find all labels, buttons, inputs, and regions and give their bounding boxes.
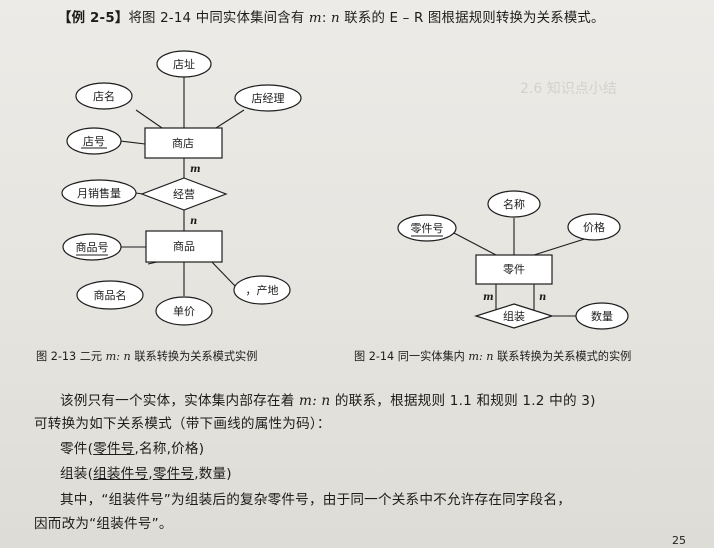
relation-schema-assemble: 组装(组装件号,零件号,数量) <box>60 466 232 482</box>
figure-2-13: 店址 店名 店经理 店号 商店 m 经营 月销售量 n 商品 商品号 商品名 <box>61 50 302 326</box>
bleed-through: 2.6 知识点小结 <box>520 81 617 97</box>
attr-store-name-label: 店名 <box>93 89 115 103</box>
attr-manager <box>234 84 302 112</box>
attr-monthly-sales-label: 月销售量 <box>77 186 121 200</box>
relation-operate <box>140 177 228 211</box>
entity-store <box>144 127 223 159</box>
attr-part-id-label: 零件号 <box>411 222 444 235</box>
relation-assemble-label: 组装 <box>503 309 525 323</box>
entity-part-label: 零件 <box>503 263 525 276</box>
caption-figure-2-13: 图 2-13 二元 m: n 联系转换为关系模式实例 <box>36 350 258 363</box>
paragraph-1-line-1: 该例只有一个实体，实体集内部存在着 m: n 的联系，根据规则 1.1 和规则 … <box>60 393 596 409</box>
attr-origin-label: ，产地 <box>246 283 279 297</box>
entity-part <box>475 254 553 285</box>
attr-goods-name <box>76 280 144 310</box>
attr-goods-id <box>62 233 122 261</box>
relation-operate-label: 经营 <box>173 187 195 201</box>
attr-manager-label: 店经理 <box>252 91 285 105</box>
attr-quantity-label: 数量 <box>591 310 613 323</box>
attr-part-name-label: 名称 <box>503 197 525 211</box>
cardinality-m: m <box>483 292 494 303</box>
attr-part-price-label: 价格 <box>583 220 605 234</box>
relation-assemble <box>474 303 554 329</box>
entity-goods <box>145 230 223 263</box>
attr-price-label: 单价 <box>173 305 195 318</box>
entity-store-label: 商店 <box>172 136 194 150</box>
paragraph-2-line-1: 其中，“组装件号”为组装后的复杂零件号，由于同一个关系中不允许存在同字段名， <box>60 492 572 508</box>
attr-part-name <box>487 190 541 218</box>
attr-address-label: 店址 <box>173 57 195 71</box>
attr-goods-name-label: 商品名 <box>94 288 127 302</box>
cardinality-m: m <box>190 164 201 175</box>
attr-part-price <box>567 213 621 241</box>
attr-quantity <box>575 302 629 330</box>
figure-2-14: 名称 零件号 价格 零件 m n 组装 数量 <box>397 190 629 330</box>
cardinality-n: n <box>539 292 546 303</box>
attr-part-id <box>397 214 457 242</box>
attr-store-id-label: 店号 <box>83 134 105 148</box>
attr-goods-id-label: 商品号 <box>76 240 109 254</box>
caption-figure-2-14: 图 2-14 同一实体集内 m: n 联系转换为关系模式的实例 <box>354 350 632 363</box>
cardinality-n: n <box>190 216 197 227</box>
attr-monthly-sales <box>61 179 137 207</box>
example-heading: 【例 2-5】将图 2-14 中同实体集间含有 m: n 联系的 E – R 图… <box>58 11 605 26</box>
page-number: 25 <box>672 534 686 547</box>
attr-store-id <box>66 127 122 155</box>
relation-schema-part: 零件(零件号,名称,价格) <box>60 441 205 457</box>
attr-store-name <box>75 82 133 110</box>
paragraph-2-line-2: 因而改为“组装件号”。 <box>34 516 173 532</box>
attr-price <box>155 296 213 326</box>
attr-address <box>156 50 212 78</box>
attr-origin <box>233 275 291 305</box>
paragraph-1-line-2: 可转换为如下关系模式（带下画线的属性为码）： <box>34 416 331 432</box>
entity-goods-label: 商品 <box>173 239 195 253</box>
er-diagrams: 店址 店名 店经理 店号 商店 m 经营 月销售量 n 商品 商品号 商品名 <box>61 50 629 330</box>
